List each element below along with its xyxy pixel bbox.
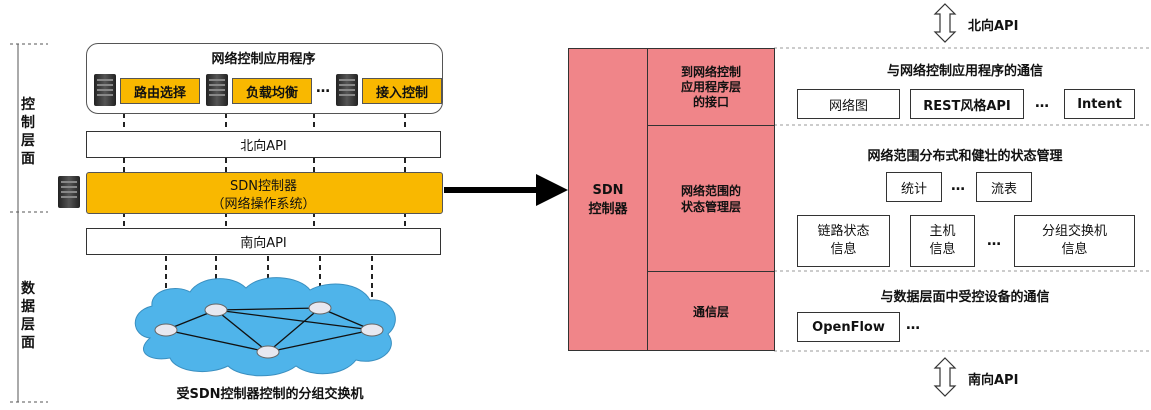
right-southbound-api: 南向API (968, 373, 1019, 388)
app-load-balancing: 负载均衡 (232, 78, 312, 104)
right-northbound-api: 北向API (968, 19, 1019, 34)
item-statistics: 统计 (886, 172, 942, 202)
switches-caption: 受SDN控制器控制的分组交换机 (176, 387, 364, 402)
state-desc: 网络范围分布式和健壮的状态管理 (867, 149, 1063, 164)
layer-interface: 到网络控制 应用程序层 的接口 (647, 48, 775, 126)
app-group-title: 网络控制应用程序 (211, 52, 316, 67)
control-layer-label: 控制层面 (21, 97, 35, 167)
server-icon (206, 74, 228, 106)
item-link-state: 链路状态 信息 (797, 215, 890, 267)
southbound-api-box: 南向API (86, 228, 441, 255)
item-network-graph: 网络图 (797, 89, 900, 119)
item-flow-table: 流表 (976, 172, 1032, 202)
controller-line1: SDN控制器 (230, 179, 297, 194)
server-icon (94, 74, 116, 106)
app-access-control: 接入控制 (362, 78, 442, 104)
layer-state-management: 网络范围的 状态管理层 (647, 125, 775, 272)
item-intent: Intent (1064, 89, 1135, 119)
interface-ellipsis: … (1035, 95, 1049, 111)
item-rest-api: REST风格API (910, 89, 1024, 119)
northbound-api-box: 北向API (86, 131, 441, 158)
server-icon (336, 74, 358, 106)
server-icon (58, 176, 80, 208)
state-top-ellipsis: … (951, 178, 965, 194)
item-openflow: OpenFlow (797, 312, 900, 342)
data-layer-label: 数据层面 (21, 281, 35, 351)
controller-line2: （网络操作系统） (211, 197, 316, 212)
interface-desc: 与网络控制应用程序的通信 (886, 64, 1043, 79)
layer-communication: 通信层 (647, 271, 775, 351)
sdn-controller-box (86, 172, 443, 214)
apps-ellipsis: … (316, 80, 330, 96)
comm-desc: 与数据层面中受控设备的通信 (880, 290, 1050, 305)
sdn-controller-column: SDN 控制器 (568, 48, 648, 351)
item-switch-info: 分组交换机 信息 (1014, 215, 1135, 267)
state-bottom-ellipsis: … (987, 233, 1001, 249)
comm-ellipsis: … (906, 317, 920, 333)
app-routing: 路由选择 (120, 78, 200, 104)
item-host-info: 主机 信息 (910, 215, 975, 267)
